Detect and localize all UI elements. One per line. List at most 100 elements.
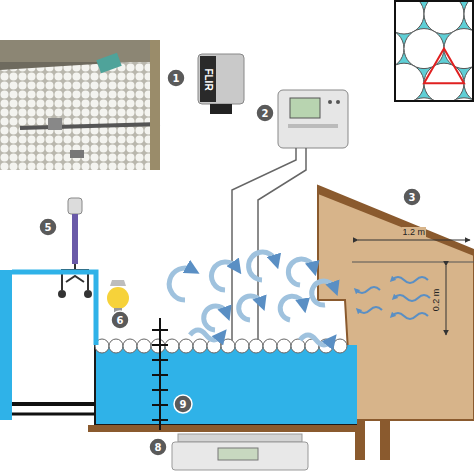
callout-number: 8 bbox=[155, 442, 162, 453]
wave-generator-part-part bbox=[392, 313, 428, 319]
water-tank-part bbox=[88, 425, 360, 432]
pipes-part bbox=[0, 270, 12, 420]
air-flow-swirls-part bbox=[190, 330, 222, 340]
ruler-part bbox=[152, 389, 168, 391]
ruler-part bbox=[152, 419, 168, 421]
photo-part bbox=[0, 40, 160, 170]
packing-inset-part-part bbox=[395, 63, 424, 101]
ruler bbox=[152, 318, 168, 430]
thermal-camera-part bbox=[210, 104, 232, 114]
ruler-part bbox=[152, 359, 168, 361]
ruler-part bbox=[152, 329, 168, 331]
water-meter-part bbox=[258, 148, 306, 340]
photo-part bbox=[20, 124, 160, 128]
wave-generator-part bbox=[352, 262, 474, 263]
wave-generator-part-part bbox=[394, 295, 430, 301]
pipes-part bbox=[12, 272, 96, 345]
packing-inset-part-part bbox=[424, 63, 464, 101]
air-flow-swirls-part bbox=[239, 296, 262, 320]
photo-part bbox=[150, 40, 160, 170]
dimension-label: 1.2 m bbox=[402, 227, 427, 237]
callout-number: 1 bbox=[173, 73, 180, 84]
thermal-camera-part bbox=[198, 54, 244, 104]
water-meter-part bbox=[328, 100, 332, 104]
sampler-part bbox=[84, 290, 92, 298]
callout-number: 5 bbox=[45, 222, 52, 233]
photo-part bbox=[96, 53, 121, 74]
water-meter-part bbox=[278, 90, 348, 148]
photo-part bbox=[70, 150, 84, 158]
water-tank-part bbox=[95, 345, 357, 425]
air-flow-swirls-part bbox=[204, 306, 227, 330]
packing-inset-part bbox=[424, 49, 464, 84]
callout-number: 6 bbox=[117, 315, 124, 326]
water-tank bbox=[88, 339, 360, 432]
water-tank-part-part bbox=[137, 339, 151, 353]
water-tank-part-part bbox=[123, 339, 137, 353]
water-tank-part-part bbox=[221, 339, 235, 353]
packing-inset-part-part bbox=[404, 29, 444, 69]
callout-discs-part bbox=[403, 188, 421, 206]
packing-inset-part bbox=[395, 1, 473, 101]
thermal-camera-part bbox=[200, 56, 216, 102]
air-flow-swirls-part bbox=[249, 252, 276, 280]
lamp-part bbox=[110, 280, 126, 286]
water-tank-part-part bbox=[193, 339, 207, 353]
sampler-part bbox=[58, 290, 66, 298]
wave-generator-part bbox=[358, 240, 470, 241]
water-tank-part-part bbox=[249, 339, 263, 353]
air-flow-swirls-part bbox=[169, 268, 193, 300]
packing-inset-part-part bbox=[395, 29, 404, 69]
weighing-scale-part bbox=[178, 434, 302, 442]
packing-inset-part-part bbox=[464, 63, 473, 101]
photo-part bbox=[0, 60, 160, 170]
water-meter-part bbox=[290, 98, 320, 118]
water-tank-part-part bbox=[291, 339, 305, 353]
ruler-part bbox=[152, 374, 168, 376]
water-tank-part-part bbox=[235, 339, 249, 353]
air-flow-swirls-part bbox=[300, 335, 332, 345]
water-meter-part bbox=[336, 100, 340, 104]
water-meter-part bbox=[288, 124, 338, 128]
wave-generator-part-part bbox=[356, 287, 380, 293]
callout-discs-part bbox=[167, 69, 185, 87]
thermal-camera bbox=[198, 54, 244, 114]
pipes-part bbox=[12, 413, 95, 416]
packing-inset bbox=[364, 0, 474, 138]
lamp-part bbox=[107, 287, 129, 309]
packing-inset-part bbox=[395, 1, 473, 101]
water-tank-part-part bbox=[109, 339, 123, 353]
water-tank-part-part bbox=[277, 339, 291, 353]
callout-number: 3 bbox=[409, 192, 416, 203]
weighing-scale bbox=[172, 434, 308, 470]
photo-part bbox=[48, 118, 62, 130]
air-flow-swirls-part bbox=[288, 259, 314, 285]
ruler-part bbox=[152, 404, 168, 406]
callout-discs-part bbox=[256, 104, 274, 122]
wave-generator-part bbox=[318, 186, 474, 256]
pipes-part bbox=[12, 402, 95, 406]
sampler-part bbox=[68, 198, 82, 214]
photo bbox=[0, 40, 160, 170]
dimension-label: 0.2 m bbox=[431, 288, 441, 313]
weighing-scale-part bbox=[172, 442, 308, 470]
brand-text: FLIR bbox=[203, 68, 214, 90]
water-tank-part bbox=[95, 339, 347, 353]
ruler-part bbox=[152, 344, 168, 346]
callout-discs bbox=[39, 69, 421, 456]
water-tank-part-part bbox=[333, 339, 347, 353]
sampler-part bbox=[72, 214, 78, 264]
wave-generator-part-part bbox=[392, 277, 428, 283]
callout-discs-part bbox=[149, 438, 167, 456]
air-flow-swirls-part bbox=[212, 262, 237, 290]
wave-generator-part-part bbox=[358, 307, 382, 313]
pipes bbox=[0, 270, 96, 420]
water-tank-part-part bbox=[263, 339, 277, 353]
lamp bbox=[107, 280, 129, 313]
packing-inset-part-part bbox=[444, 29, 473, 69]
air-flow-swirls bbox=[169, 252, 335, 345]
callout-number: 9 bbox=[180, 399, 187, 410]
callout-number: 2 bbox=[262, 108, 269, 119]
